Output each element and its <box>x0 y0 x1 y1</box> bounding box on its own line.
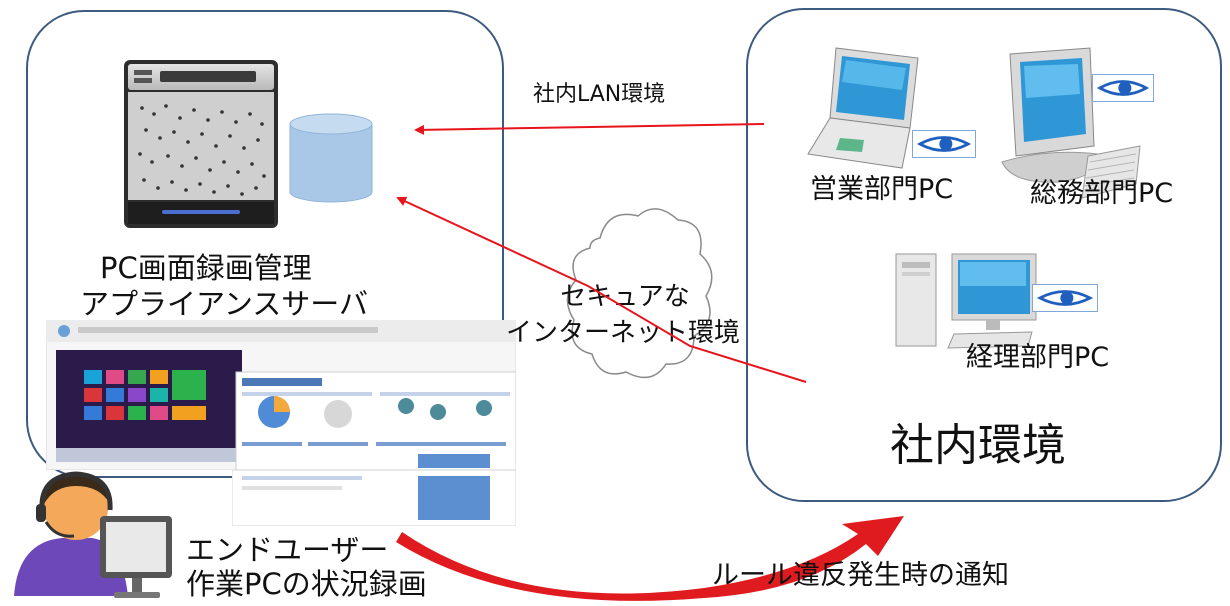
lan-label: 社内LAN環境 <box>533 82 666 107</box>
pc-label-accounting: 経理部門PC <box>966 342 1110 373</box>
monitoring-eye-icon <box>912 130 976 158</box>
operator-avatar-icon <box>4 446 184 602</box>
end-user-label-line1: エンドユーザー <box>186 533 389 567</box>
internet-label-line2: インターネット環境 <box>505 318 740 348</box>
recording-screenshot-thumbnail <box>45 319 517 471</box>
server-label-line1: PC画面録画管理 <box>100 251 312 285</box>
internet-arrow <box>396 196 807 383</box>
office-zone-title: 社内環境 <box>890 420 1066 471</box>
pc-label-sales: 営業部門PC <box>810 174 954 205</box>
monitoring-eye-icon <box>1092 74 1154 102</box>
desktop-tower-icon <box>890 250 1040 350</box>
end-user-label-line2: 作業PCの状況録画 <box>186 567 427 601</box>
server-icon <box>122 58 280 230</box>
server-label-line2: アプライアンスサーバ <box>80 287 368 321</box>
monitoring-eye-icon <box>1032 284 1098 312</box>
lan-arrow <box>414 123 765 135</box>
database-icon <box>288 112 374 204</box>
notification-label: ルール違反発生時の通知 <box>712 560 1009 591</box>
laptop-icon <box>806 42 926 170</box>
recording-screenshot-thumbnail-lower <box>231 469 517 527</box>
notification-arrow <box>396 516 904 601</box>
pc-label-general-affairs: 総務部門PC <box>1030 178 1174 209</box>
desktop-monitor-icon <box>998 44 1142 204</box>
internet-label-line1: セキュアな <box>560 282 690 312</box>
